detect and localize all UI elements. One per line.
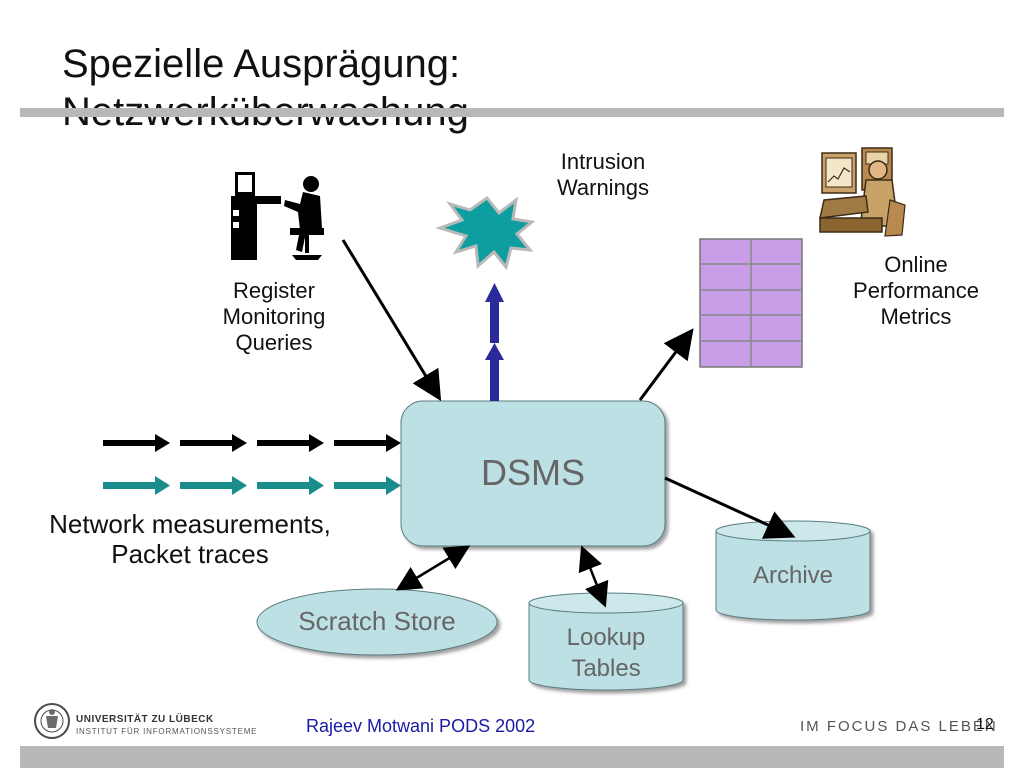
- input-stream-teal: [103, 476, 401, 495]
- scratch-arrow: [395, 545, 471, 591]
- metrics-label-line-3: Metrics: [880, 304, 952, 329]
- warning-arrows: [485, 283, 504, 401]
- queries-label-line-3: Queries: [235, 330, 313, 355]
- queries-label: Register Monitoring Queries: [195, 278, 353, 356]
- footer-citation: Rajeev Motwani PODS 2002: [306, 716, 536, 736]
- metrics-table: [699, 238, 803, 368]
- dsms-node: [400, 400, 666, 547]
- arrow-teal-3: [257, 476, 324, 495]
- archive-label: Archive: [752, 562, 834, 589]
- arrow-black-1: [103, 434, 170, 452]
- queries-label-line-1: Register: [233, 278, 315, 303]
- warnings-label-line-1: Intrusion: [560, 149, 646, 174]
- operator-at-desk-icon: [231, 172, 324, 260]
- title-divider: [20, 108, 1004, 117]
- metrics-label-line-1: Online: [884, 252, 948, 277]
- warnings-label-line-2: Warnings: [556, 175, 650, 200]
- university-name: UNIVERSITÄT ZU LÜBECK: [76, 714, 214, 725]
- queries-arrow: [341, 239, 442, 402]
- lookup-tables-label: Lookup Tables: [529, 622, 683, 684]
- queries-label-line-2: Monitoring: [222, 304, 326, 329]
- metrics-label: Online Performance Metrics: [834, 252, 998, 330]
- lookup-label-line-2: Tables: [571, 655, 641, 682]
- analyst-at-computer-icon: [819, 147, 906, 237]
- inputs-label-line-2: Packet traces: [111, 539, 269, 569]
- arrow-black-4: [334, 434, 401, 452]
- warnings-label: Intrusion Warnings: [530, 149, 676, 201]
- arrow-black-2: [180, 434, 247, 452]
- title-line-1: Spezielle Ausprägung:: [62, 42, 461, 86]
- lookup-label-line-1: Lookup: [566, 624, 646, 651]
- dsms-label: DSMS: [480, 452, 585, 493]
- intrusion-burst: [435, 195, 536, 271]
- input-stream-black: [103, 434, 401, 452]
- archive-arrow: [664, 476, 796, 539]
- arrow-teal-2: [180, 476, 247, 495]
- inputs-label-line-1: Network measurements,: [49, 509, 331, 539]
- footer-slogan: IM FOCUS DAS LEBEN: [800, 718, 998, 735]
- lookup-arrow: [578, 545, 609, 608]
- scratch-store-label: Scratch Store: [298, 606, 456, 636]
- archive-node: [715, 520, 871, 621]
- arrow-teal-1: [103, 476, 170, 495]
- scratch-store-node: [256, 588, 498, 656]
- metrics-label-line-2: Performance: [853, 278, 979, 303]
- bottom-bar: [20, 746, 1004, 768]
- inputs-label: Network measurements, Packet traces: [20, 509, 360, 569]
- page-number: 12: [976, 716, 994, 733]
- institute-name: INSTITUT FÜR INFORMATIONSSYSTEME: [76, 727, 258, 736]
- metrics-arrow: [638, 328, 694, 401]
- university-seal-logo: [34, 703, 70, 739]
- arrow-black-3: [257, 434, 324, 452]
- arrow-teal-4: [334, 476, 401, 495]
